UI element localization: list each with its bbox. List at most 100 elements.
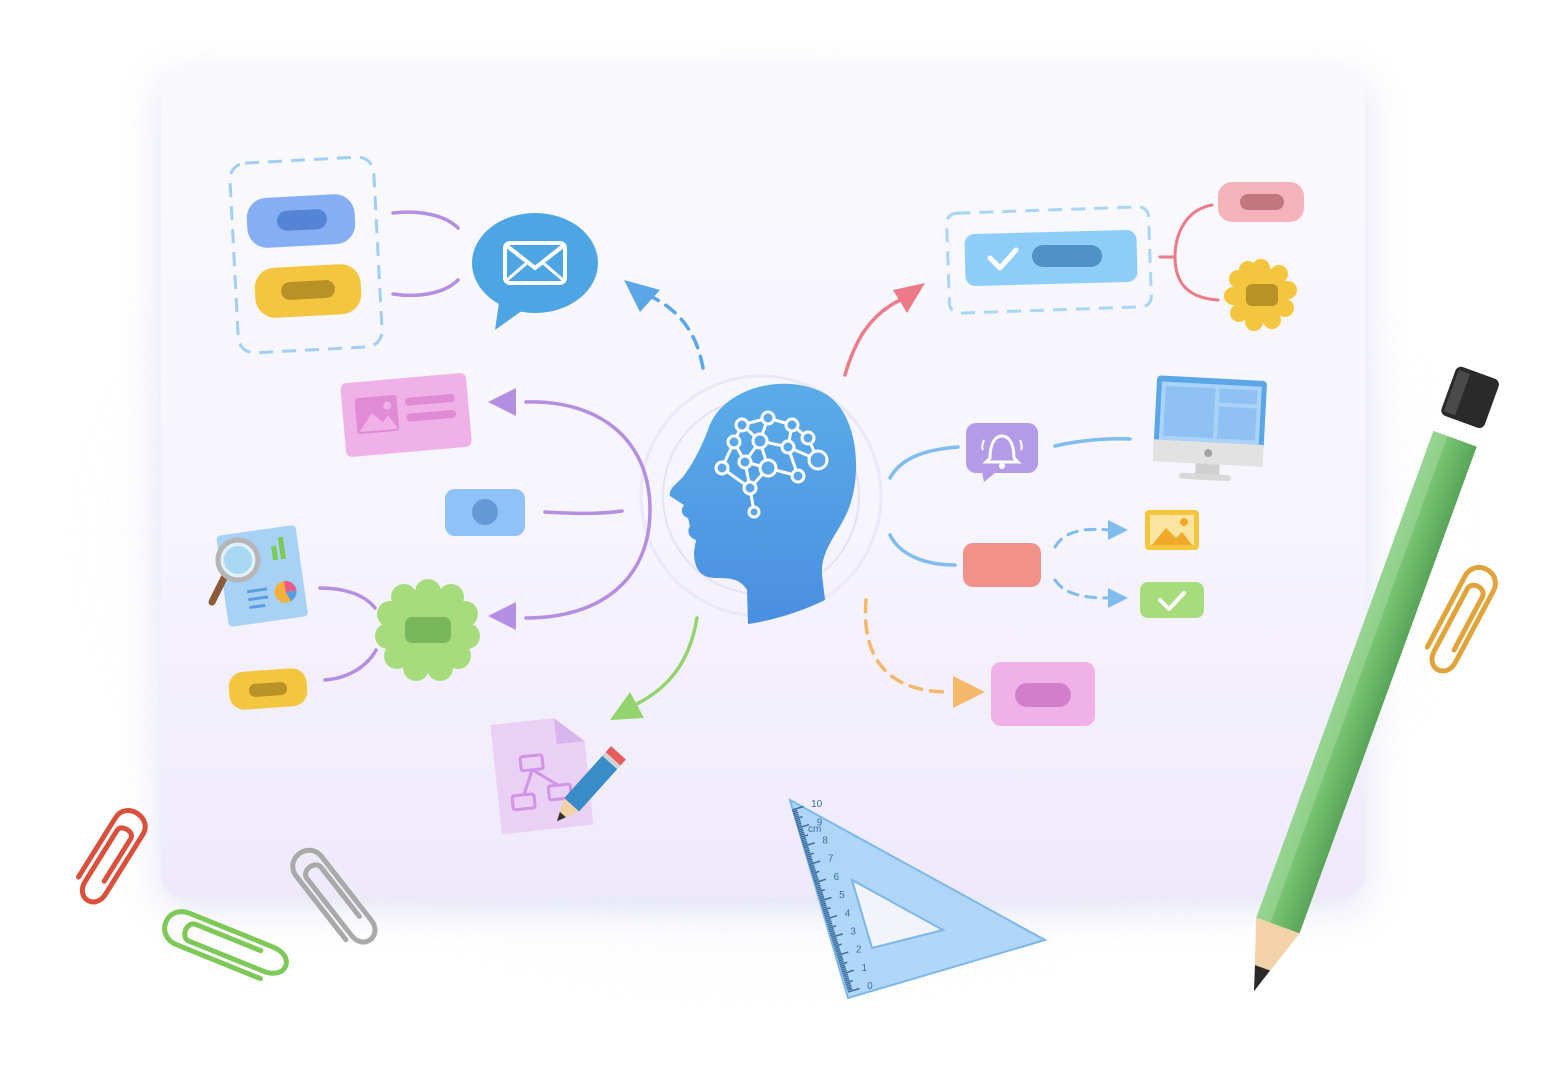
ruler-tick	[797, 823, 810, 829]
ruler-tick	[804, 847, 810, 851]
ruler-tick	[819, 896, 825, 900]
ruler-tick	[838, 960, 845, 964]
ruler-tick	[805, 852, 814, 857]
ruler-tick	[822, 906, 828, 909]
ruler-tick	[794, 815, 800, 818]
ruler-label: 9	[817, 817, 823, 828]
ruler-tick	[842, 973, 848, 977]
ruler-tick	[835, 949, 841, 953]
ruler-tick	[800, 834, 809, 839]
picture-card-icon	[340, 373, 472, 457]
pink-small-node	[1218, 182, 1304, 222]
ruler-tick	[821, 904, 827, 908]
ruler-tick	[801, 840, 808, 844]
ruler-tick	[820, 900, 826, 904]
ruler-tick	[806, 855, 812, 859]
ruler-tick	[802, 842, 815, 848]
ruler-tick	[816, 887, 822, 891]
ruler-tick	[794, 816, 803, 820]
ruler-tick	[808, 860, 821, 866]
ruler-tick	[838, 958, 844, 962]
ruler-tick	[815, 884, 821, 888]
monitor-icon	[1152, 375, 1267, 482]
check-icon	[987, 247, 1019, 271]
ruler-label: 4	[845, 908, 851, 919]
ruler-tick	[798, 829, 804, 833]
arrowhead-checklist	[893, 283, 925, 313]
ruler-tick	[807, 858, 813, 862]
paper-clip-red	[76, 808, 148, 905]
ruler-tick	[818, 895, 824, 899]
salmon-node	[963, 543, 1041, 587]
ruler-tick	[822, 907, 831, 911]
ruler-tick	[847, 987, 853, 991]
ruler-tick	[834, 946, 840, 950]
ruler-tick	[818, 893, 824, 897]
ruler-tick	[846, 986, 852, 990]
connectors	[318, 203, 1220, 720]
ruler-tick	[827, 922, 833, 926]
ruler-tick	[813, 878, 819, 882]
ruler-unit: cm	[808, 824, 821, 835]
ruler-tick	[799, 831, 805, 835]
ruler-label: 5	[839, 890, 845, 901]
ruler-tick	[826, 920, 832, 924]
pencil	[1253, 366, 1499, 992]
ruler-tick	[842, 969, 855, 975]
yellow-small-node	[228, 668, 308, 710]
ruler-tick	[827, 924, 833, 928]
ruler-tick	[797, 827, 804, 831]
ruler-tick	[793, 813, 799, 817]
ruler-tick	[847, 987, 860, 993]
ruler-tick	[828, 925, 837, 930]
ruler-tick	[831, 937, 837, 940]
ruler-tick	[799, 833, 805, 837]
arrowhead-image-card	[488, 388, 516, 416]
ruler-tick	[792, 809, 798, 813]
ruler-tick	[811, 870, 820, 875]
ruler-tick	[840, 966, 846, 970]
ruler-tick	[829, 929, 835, 933]
check-box-icon	[1140, 582, 1204, 618]
paper-clip-silver	[290, 847, 378, 945]
ruler-tick	[843, 975, 849, 979]
ruler-tick	[801, 838, 807, 842]
arrowhead-diagram	[610, 692, 644, 720]
paper-clip-gold	[1424, 564, 1498, 674]
ruler-tick	[803, 846, 809, 849]
blue-small-node	[445, 489, 525, 536]
ruler-tick	[836, 951, 842, 955]
ruler-tick	[839, 964, 846, 968]
ruler-tick	[816, 888, 826, 893]
ruler-tick	[843, 977, 850, 980]
ruler-tick	[804, 849, 810, 853]
ruler-tick	[836, 951, 849, 957]
ruler-tick	[802, 842, 808, 846]
ruler-tick	[796, 822, 802, 826]
mail-bubble-icon	[472, 213, 598, 330]
ruler-tick	[814, 878, 827, 884]
arrowhead-pink	[953, 676, 985, 708]
ruler-tick	[830, 933, 843, 939]
ruler-tick	[833, 942, 839, 946]
ruler-tick	[800, 836, 806, 840]
ruler-label: 10	[811, 799, 823, 810]
ruler-tick	[824, 915, 831, 919]
ruler-tick	[825, 918, 832, 922]
ruler-tick	[832, 938, 838, 942]
ruler-tick	[817, 891, 823, 895]
ruler-tick	[829, 931, 836, 935]
ruler-tick	[825, 914, 838, 920]
pink-node	[991, 662, 1095, 726]
ruler-tick	[823, 911, 829, 915]
ruler-tick	[791, 805, 804, 811]
ruler-tick	[846, 984, 852, 988]
ruler-tick	[837, 955, 843, 959]
paper-clip-green	[162, 909, 289, 982]
flower-node	[375, 579, 480, 681]
flowchart-document-icon	[490, 718, 626, 835]
ruler-tick	[833, 943, 842, 948]
ruler-tick	[830, 933, 836, 937]
ruler-tick	[795, 820, 801, 824]
email-group	[228, 155, 384, 355]
